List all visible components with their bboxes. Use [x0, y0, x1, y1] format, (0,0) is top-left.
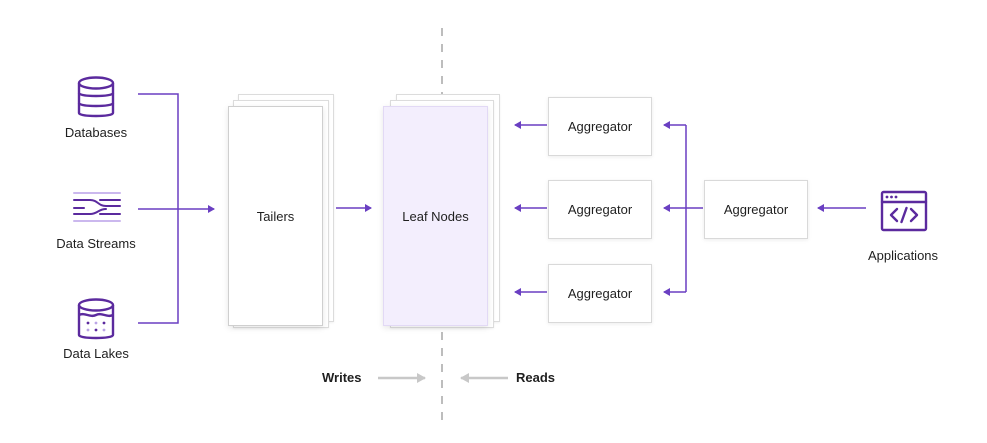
aggregator-label: Aggregator [567, 286, 633, 301]
data-lakes-label: Data Lakes [63, 346, 129, 361]
data-lake-icon [76, 298, 116, 342]
aggregator-label: Aggregator [723, 202, 789, 217]
aggregator-label: Aggregator [567, 119, 633, 134]
tailers-box: Tailers [228, 106, 323, 326]
database-icon [76, 76, 116, 120]
applications-label: Applications [867, 248, 939, 263]
reads-label: Reads [516, 370, 556, 385]
code-window-icon [880, 190, 928, 232]
leaf-nodes-label: Leaf Nodes [402, 208, 469, 224]
aggregator-box-2: Aggregator [548, 180, 652, 239]
databases-label: Databases [64, 125, 128, 140]
tailers-label: Tailers [256, 208, 295, 224]
aggregator-label: Aggregator [567, 202, 633, 217]
aggregator-bracket [685, 125, 703, 292]
writes-label: Writes [322, 370, 362, 385]
data-streams-icon [72, 190, 122, 226]
aggregator-box-3: Aggregator [548, 264, 652, 323]
data-streams-label: Data Streams [56, 236, 136, 251]
aggregator-box-main: Aggregator [704, 180, 808, 239]
aggregator-box-1: Aggregator [548, 97, 652, 156]
leaf-nodes-box: Leaf Nodes [383, 106, 488, 326]
